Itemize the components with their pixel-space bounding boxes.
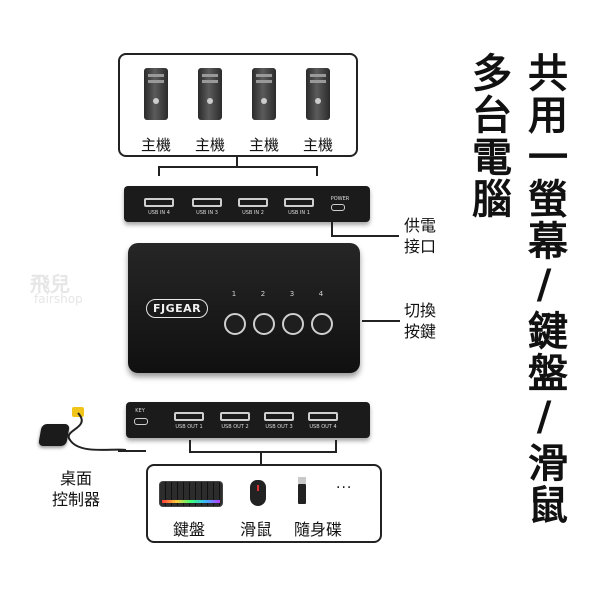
host-label: 主機 <box>140 136 171 154</box>
connector-line <box>335 440 337 452</box>
usb-in-port <box>238 198 268 207</box>
usb-out-label: USB OUT 4 <box>309 424 337 430</box>
peripheral-label: 隨身碟 <box>294 520 343 539</box>
usb-out-port <box>264 412 294 421</box>
callout-line <box>331 222 333 236</box>
power-port <box>331 204 345 211</box>
host-label: 主機 <box>194 136 225 154</box>
peripherals-box: ··· 鍵盤 滑鼠 隨身碟 <box>146 464 382 543</box>
connector-line <box>260 451 262 465</box>
connector-line <box>236 155 238 167</box>
usb-in-label: USB IN 1 <box>288 210 310 216</box>
usb-in-port <box>144 198 174 207</box>
watermark-logo: 飛兒 <box>30 272 70 296</box>
usb-out-label: USB OUT 1 <box>175 424 203 430</box>
usb-in-label: USB IN 4 <box>148 210 170 216</box>
usb-out-port <box>220 412 250 421</box>
host-computer-icon <box>246 68 282 128</box>
front-panel: KEY USB OUT 1 USB OUT 2 USB OUT 3 USB OU… <box>126 402 370 438</box>
switch-button-1[interactable] <box>224 313 246 335</box>
switch-number: 1 <box>231 290 237 298</box>
switch-number: 2 <box>260 290 266 298</box>
host-label: 主機 <box>248 136 279 154</box>
usb-in-label: USB IN 2 <box>242 210 264 216</box>
keyboard-icon <box>160 482 222 506</box>
usb-out-port <box>308 412 338 421</box>
usb-in-label: USB IN 3 <box>196 210 218 216</box>
switch-button-4[interactable] <box>311 313 333 335</box>
peripheral-label: 滑鼠 <box>240 520 273 539</box>
back-panel: USB IN 4 USB IN 3 USB IN 2 USB IN 1 POWE… <box>124 186 370 222</box>
callout-line <box>362 320 400 322</box>
connector-line <box>316 166 318 176</box>
switch-button-3[interactable] <box>282 313 304 335</box>
key-port <box>134 418 148 425</box>
usb-out-port <box>174 412 204 421</box>
connector-line <box>189 451 337 453</box>
host-computer-icon <box>138 68 174 128</box>
callout-line <box>118 450 146 452</box>
switch-button-2[interactable] <box>253 313 275 335</box>
key-label: KEY <box>135 408 145 414</box>
peripheral-label: 鍵盤 <box>173 520 206 539</box>
power-label: POWER <box>330 196 350 202</box>
controller-cable <box>67 412 127 451</box>
title-main: 共用一螢幕/鍵盤/滑鼠 <box>521 52 567 526</box>
usb-in-port <box>284 198 314 207</box>
switch-callout-label: 切換 按鍵 <box>404 301 437 341</box>
usb-in-port <box>192 198 222 207</box>
connector-line <box>158 166 160 176</box>
connector-line <box>189 440 191 452</box>
power-callout-label: 供電 接口 <box>404 216 437 256</box>
hosts-box: 主機 主機 主機 主機 <box>118 53 358 157</box>
usb-out-label: USB OUT 3 <box>265 424 293 430</box>
kvm-switch-unit: FJGEAR 1 2 3 4 <box>128 243 360 373</box>
watermark-text: fairshop <box>34 292 83 306</box>
more-dots: ··· <box>336 480 353 496</box>
host-computer-icon <box>192 68 228 128</box>
brand-logo: FJGEAR <box>146 299 209 318</box>
usb-drive-icon <box>298 477 306 504</box>
connector-line <box>158 166 318 168</box>
host-label: 主機 <box>302 136 333 154</box>
desktop-controller-icon <box>38 424 70 446</box>
callout-line <box>331 235 399 237</box>
title-sub: 多台電腦 <box>465 52 511 220</box>
switch-number: 4 <box>318 290 324 298</box>
controller-callout-label: 桌面 控制器 <box>52 469 101 509</box>
controller-plug-icon <box>72 407 84 417</box>
usb-out-label: USB OUT 2 <box>221 424 249 430</box>
host-computer-icon <box>300 68 336 128</box>
mouse-icon <box>250 480 266 506</box>
switch-number: 3 <box>289 290 295 298</box>
